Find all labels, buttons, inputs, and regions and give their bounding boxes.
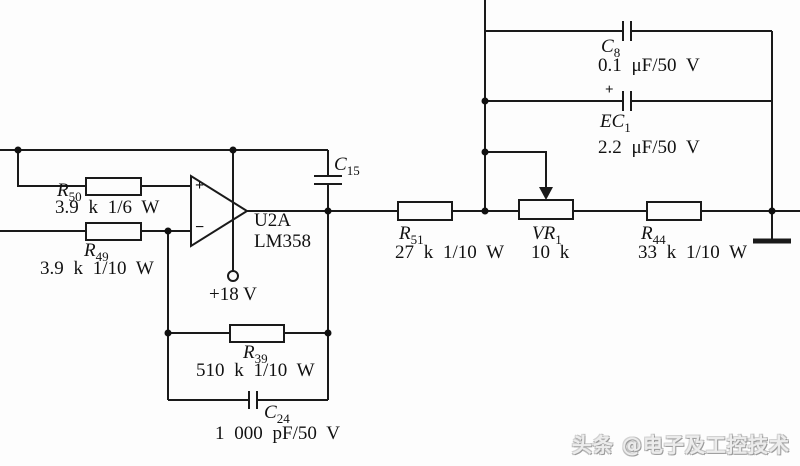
capacitor-ec1-plates <box>622 91 632 111</box>
c15-ref-letter: C <box>334 154 347 175</box>
ec1-polarity-plus: + <box>605 82 614 98</box>
opamp-triangle <box>190 174 249 248</box>
junction-dot <box>164 329 172 337</box>
opamp-designator: U2A <box>254 210 291 231</box>
junction-dot <box>481 148 489 156</box>
r44-ref-sub: 44 <box>652 231 666 247</box>
resistor-r44-body <box>646 201 702 221</box>
resistor-r39-body <box>229 324 285 343</box>
watermark-text: 头条 @电子及工控技术 <box>572 433 790 457</box>
opamp-part-number: LM358 <box>254 231 311 252</box>
junction-dot <box>481 207 489 215</box>
c8-value: 0.1 μF/50 V <box>598 55 700 76</box>
junction-dot <box>14 146 22 154</box>
wire-vr1-wiper <box>485 151 547 187</box>
c24-value: 1 000 pF/50 V <box>215 423 340 444</box>
vr1-ref-sub: 1 <box>555 231 562 247</box>
r39-ref: R39 <box>243 342 268 366</box>
r49-value: 3.9 k 1/10 W <box>40 258 154 279</box>
capacitor-layer <box>248 21 632 409</box>
c24-ref-sub: 24 <box>276 410 290 426</box>
vr1-ref: VR1 <box>532 223 562 247</box>
r50-ref: R50 <box>57 180 82 204</box>
ec1-ref-letter: EC <box>600 111 625 132</box>
ec1-ref: EC1 <box>600 111 631 135</box>
resistor-layer <box>85 177 702 343</box>
c8-ref-sub: 8 <box>613 44 621 60</box>
resistor-r51-body <box>397 201 453 221</box>
junction-dot <box>481 97 489 105</box>
junction-dot <box>229 146 237 154</box>
r44-ref: R44 <box>641 223 666 247</box>
resistor-r50-body <box>85 177 142 196</box>
junction-dot <box>324 207 332 215</box>
r51-value: 27 k 1/10 W <box>395 242 505 263</box>
ec1-value: 2.2 μF/50 V <box>598 137 700 158</box>
supply-terminal-circle <box>227 270 239 282</box>
supply-voltage-label: +18 V <box>209 284 257 305</box>
c24-ref: C24 <box>264 402 290 426</box>
r50-value: 3.9 k 1/6 W <box>55 197 160 218</box>
c8-ref: C8 <box>601 36 621 60</box>
r39-ref-letter: R <box>243 342 255 363</box>
resistor-r49-body <box>85 222 142 241</box>
r51-ref-letter: R <box>399 223 411 244</box>
capacitor-c8-plates <box>622 21 632 41</box>
r44-value: 33 k 1/10 W <box>638 242 748 263</box>
r49-ref-letter: R <box>84 240 96 261</box>
vr1-value: 10 k <box>531 242 570 263</box>
junction-dot <box>164 227 172 235</box>
junction-dots <box>14 97 776 337</box>
r51-ref-sub: 51 <box>410 231 424 247</box>
c15-ref: C15 <box>334 154 360 178</box>
capacitor-c24-plates <box>248 391 258 409</box>
ec1-ref-sub: 1 <box>624 119 631 135</box>
junction-dot <box>768 207 776 215</box>
opamp-minus-input-label: − <box>195 219 205 236</box>
r44-ref-letter: R <box>641 223 653 244</box>
r51-ref: R51 <box>399 223 424 247</box>
r50-ref-letter: R <box>57 180 69 201</box>
potentiometer-vr1-body <box>518 199 574 220</box>
r49-ref: R49 <box>84 240 109 264</box>
capacitor-c15-plates <box>314 175 342 185</box>
vr1-wiper-arrow-icon <box>539 187 553 200</box>
junction-dot <box>324 329 332 337</box>
opamp-plus-input-label: + <box>195 177 205 194</box>
c8-ref-letter: C <box>601 36 614 57</box>
c24-ref-letter: C <box>264 402 277 423</box>
r39-ref-sub: 39 <box>254 350 268 366</box>
r39-value: 510 k 1/10 W <box>196 360 315 381</box>
r49-ref-sub: 49 <box>95 248 109 264</box>
vr1-ref-letter: VR <box>532 223 556 244</box>
c15-ref-sub: 15 <box>346 162 360 178</box>
r50-ref-sub: 50 <box>68 188 82 204</box>
